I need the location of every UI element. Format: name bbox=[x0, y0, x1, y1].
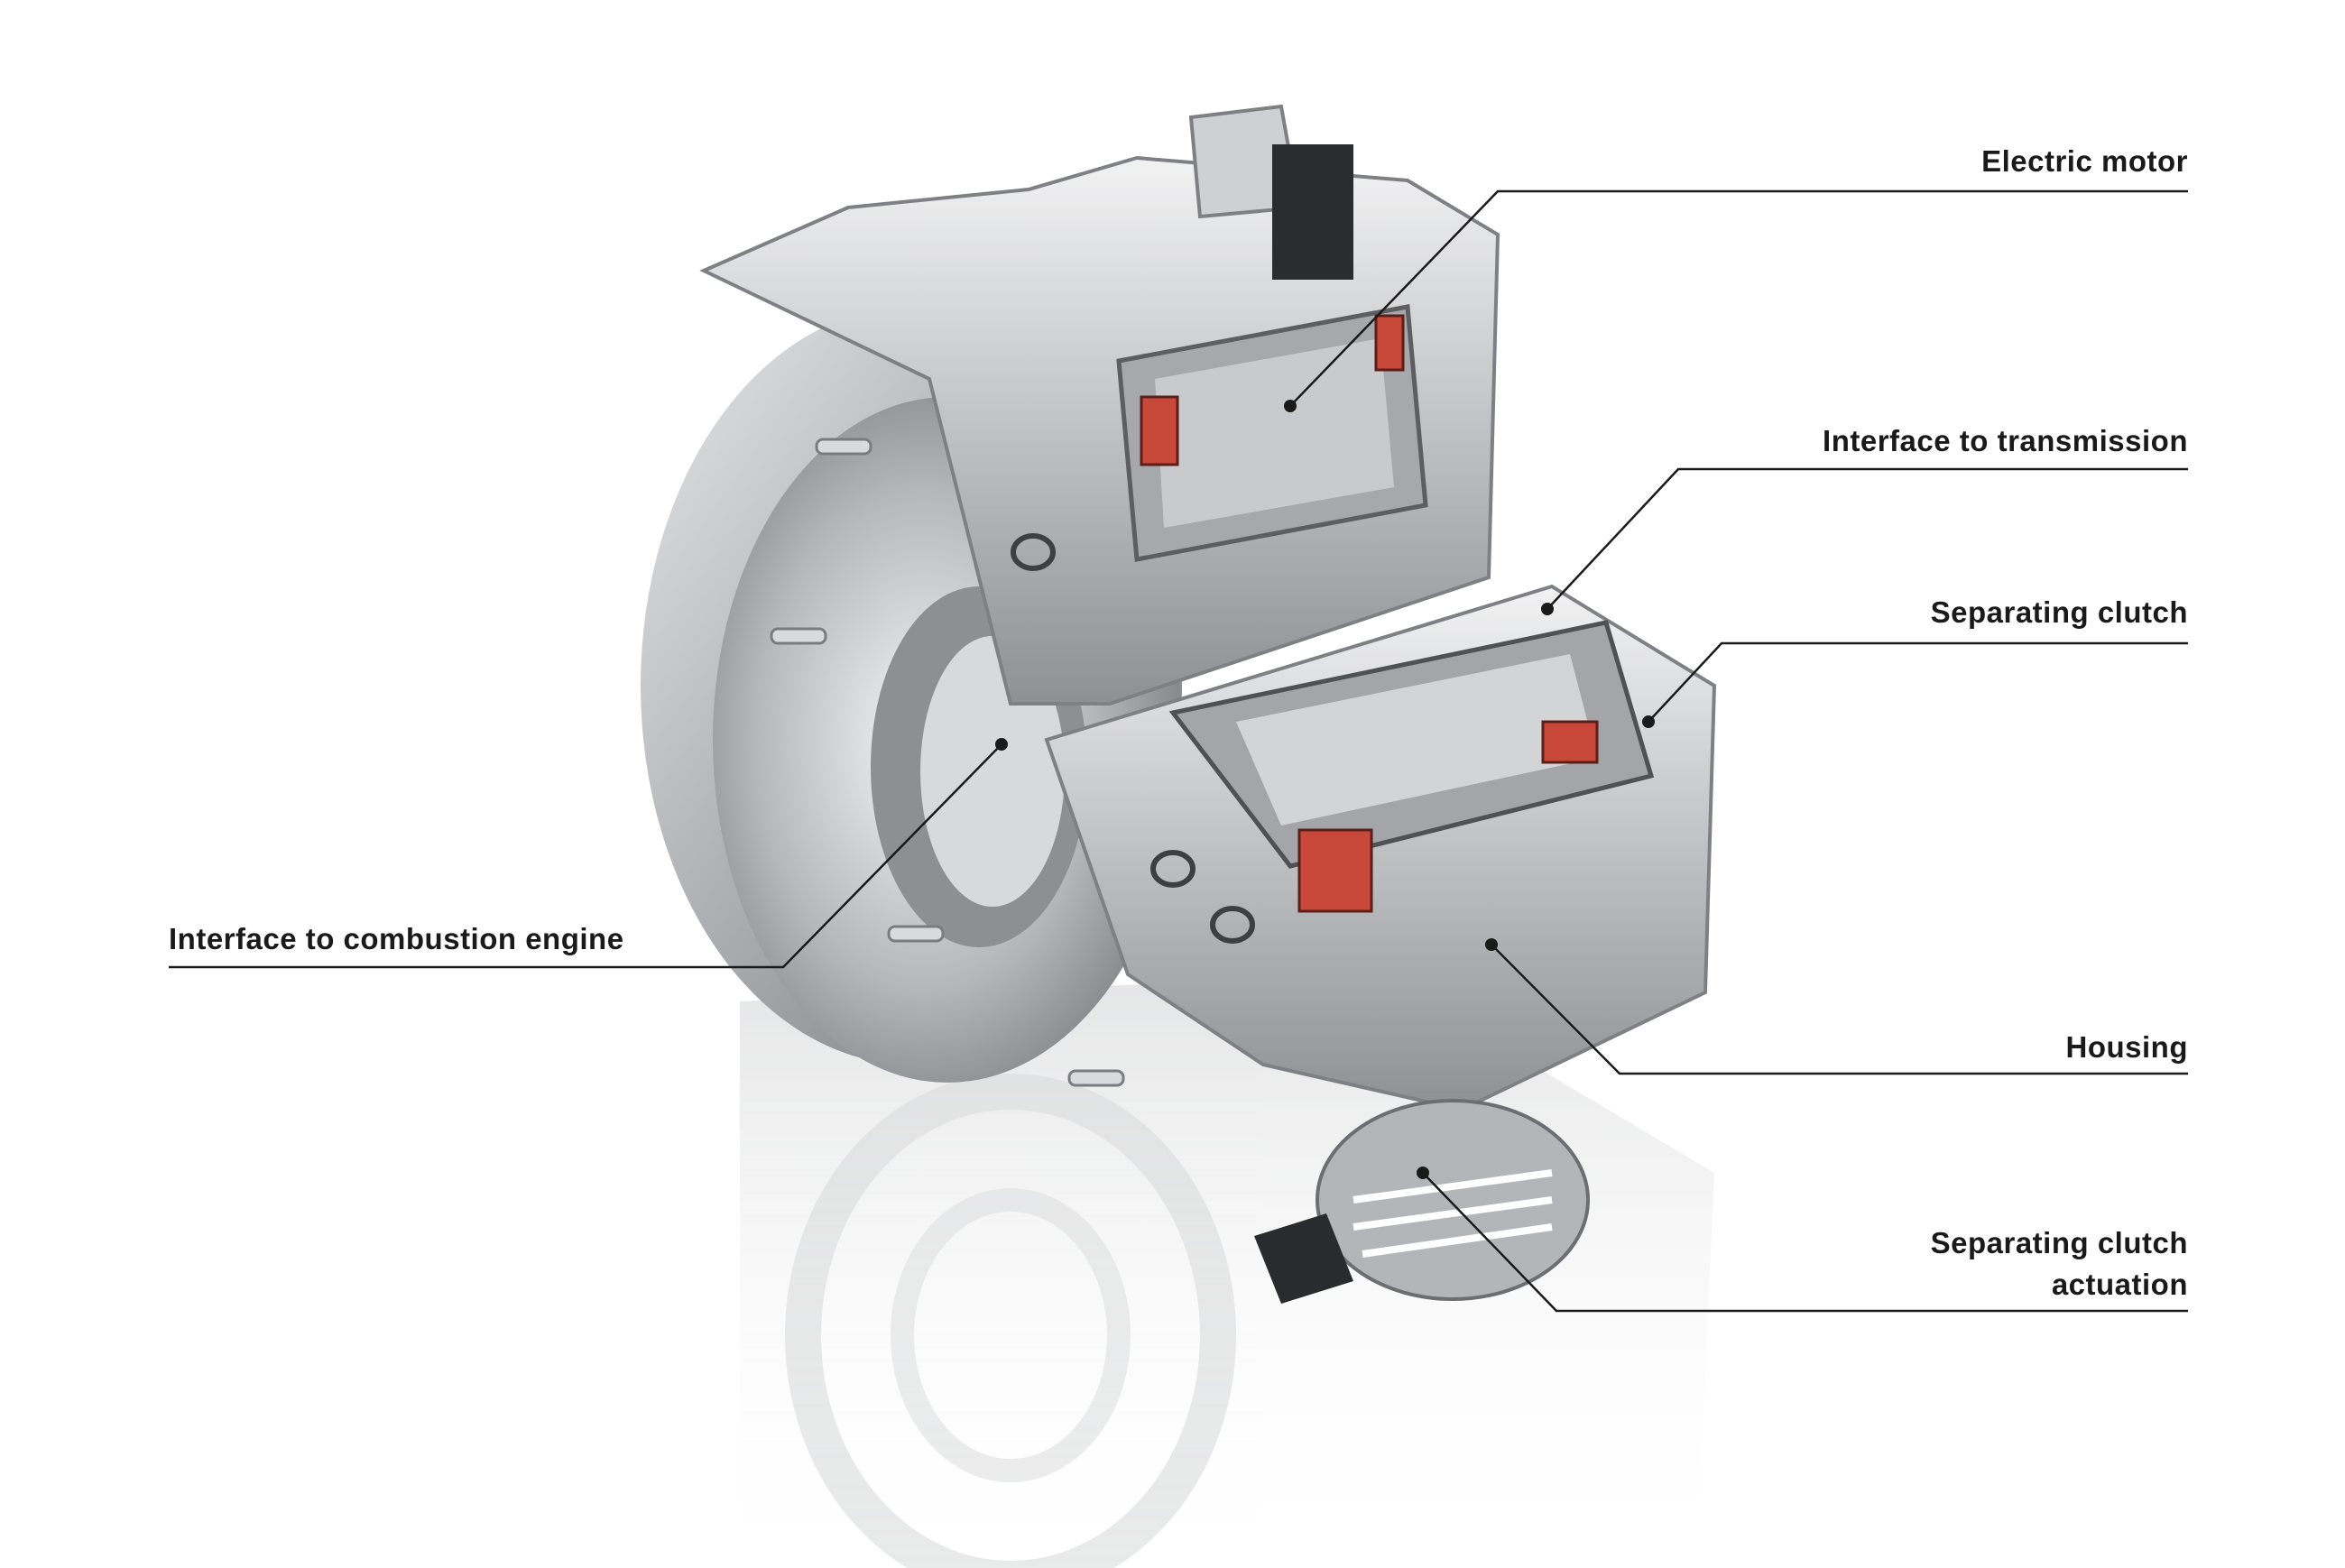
copper-winding-lower-left bbox=[1297, 828, 1373, 913]
leader-line-interface-transmission bbox=[1546, 467, 2188, 610]
upper-housing bbox=[699, 155, 1500, 706]
hybrid-module-illustration bbox=[641, 104, 1717, 1304]
bolts bbox=[770, 438, 1125, 1087]
callout-interface-combustion: Interface to combustion engine bbox=[169, 922, 624, 955]
callout-clutch-actuation-line2: actuation bbox=[2051, 1268, 2188, 1301]
callout-interface-transmission: Interface to transmission bbox=[1823, 424, 2188, 457]
springs bbox=[1011, 533, 1255, 944]
copper-winding-lower-right bbox=[1541, 720, 1599, 764]
leader-line-housing bbox=[1491, 944, 2188, 1075]
leader-line-separating-clutch bbox=[1648, 641, 2188, 723]
leader-dots bbox=[995, 400, 1655, 1179]
leader-lines bbox=[169, 189, 2188, 1313]
callout-electric-motor: Electric motor bbox=[1981, 144, 2188, 178]
callout-housing: Housing bbox=[2065, 1030, 2188, 1064]
callout-clutch-actuation-line1: Separating clutch bbox=[1930, 1226, 2188, 1259]
leader-line-interface-combustion bbox=[169, 743, 1002, 969]
callout-clutch-actuation: Separating clutch actuation bbox=[1931, 1222, 2188, 1305]
leader-line-clutch-actuation bbox=[1422, 1172, 2188, 1313]
callout-separating-clutch: Separating clutch bbox=[1930, 595, 2188, 629]
clutch-actuator bbox=[1254, 1099, 1590, 1304]
copper-winding-upper-right bbox=[1374, 314, 1405, 372]
leader-line-electric-motor bbox=[1289, 189, 2188, 407]
copper-winding-upper-left bbox=[1140, 395, 1179, 466]
